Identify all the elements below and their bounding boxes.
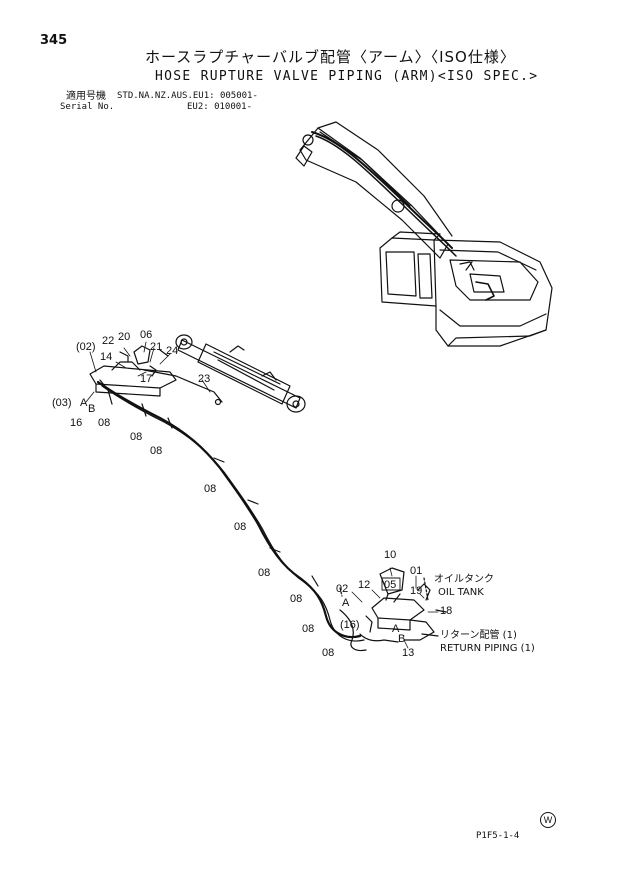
- callout-label: 18: [440, 605, 452, 617]
- callout-label: 21: [150, 341, 162, 353]
- callout-label: 22: [102, 335, 114, 347]
- leader-lines: [85, 341, 439, 649]
- callout-label: 01: [410, 565, 422, 577]
- callout-label: 24: [166, 345, 178, 357]
- callout-label: (02): [76, 341, 96, 353]
- oil-tank-label-jp: オイルタンク: [434, 573, 494, 585]
- applicable-models: STD.NA.NZ.AUS.EU1: 005001-: [117, 91, 258, 101]
- figure-code: P1F5-1-4: [476, 831, 520, 841]
- callout-label: 08: [150, 445, 162, 457]
- callout-label: 20: [118, 331, 130, 343]
- reference-labels: オイルタンク OIL TANK リターン配管 (1) RETURN PIPING…: [434, 573, 535, 654]
- hose-clamps: [141, 403, 319, 587]
- title-english: HOSE RUPTURE VALVE PIPING (ARM)<ISO SPEC…: [155, 69, 539, 84]
- callout-label: 08: [258, 567, 270, 579]
- callout-label: 12: [358, 579, 370, 591]
- callout-label: 14: [100, 351, 112, 363]
- callout-numbers: (02) (03) 22 20 06 21 24 14 17 23 A B 16…: [52, 329, 452, 659]
- callout-label: 08: [290, 593, 302, 605]
- page-number: 345: [40, 33, 68, 48]
- callout-label: 06: [140, 329, 152, 341]
- callout-label: A: [392, 623, 400, 635]
- callout-label: 08: [98, 417, 110, 429]
- callout-label: (03): [52, 397, 72, 409]
- serial-number-label: Serial No.: [60, 102, 115, 112]
- callout-label: 08: [322, 647, 334, 659]
- callout-label: A: [342, 597, 350, 609]
- oil-tank-label-en: OIL TANK: [438, 587, 484, 598]
- return-piping-label-en: RETURN PIPING (1): [440, 643, 535, 654]
- callout-label: 10: [384, 549, 396, 561]
- serial-eu2: EU2: 010001-: [187, 102, 253, 112]
- excavator-illustration: [295, 121, 553, 347]
- return-piping-label-jp: リターン配管 (1): [440, 628, 517, 641]
- callout-label: 08: [130, 431, 142, 443]
- w-circle-mark: W: [540, 812, 556, 828]
- callout-label: 08: [204, 483, 216, 495]
- callout-label: 19: [410, 585, 422, 597]
- arm-cylinder-illustration: [175, 334, 306, 413]
- applicable-models-label: 適用号機: [66, 91, 106, 102]
- callout-label: 08: [234, 521, 246, 533]
- callout-label: A: [80, 397, 88, 409]
- long-hose: [96, 380, 362, 639]
- callout-label: 05: [384, 579, 396, 591]
- callout-label: 17: [140, 373, 152, 385]
- callout-box-05: [381, 577, 401, 591]
- long-hose-second-line: [101, 385, 365, 642]
- callout-label: 08: [302, 623, 314, 635]
- title-japanese: ホースラプチャーバルブ配管〈アーム〉〈ISO仕様〉: [145, 48, 516, 66]
- callout-label: (16): [340, 619, 360, 631]
- callout-label: 13: [402, 647, 414, 659]
- callout-label: 23: [198, 373, 210, 385]
- callout-label: 02: [336, 583, 348, 595]
- callout-label: B: [88, 403, 95, 415]
- callout-label: 16: [70, 417, 82, 429]
- callout-label: B: [398, 633, 405, 645]
